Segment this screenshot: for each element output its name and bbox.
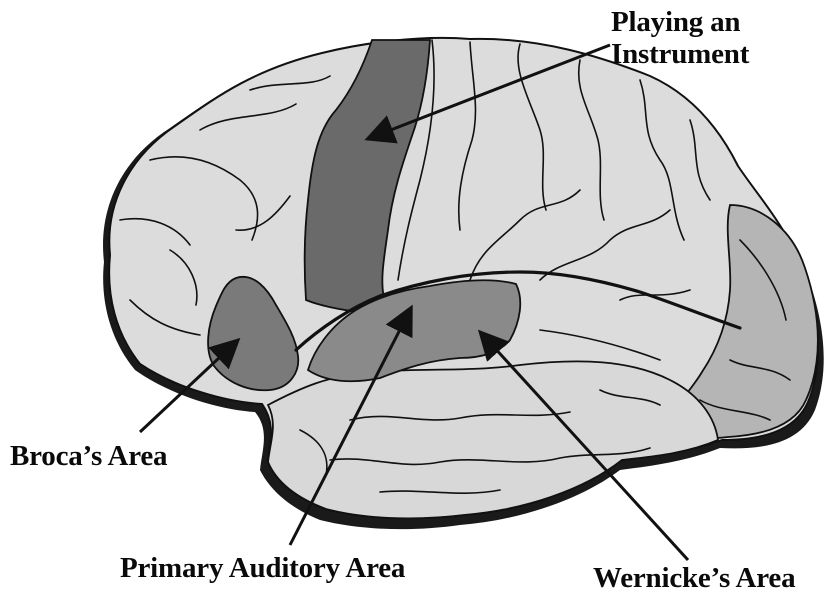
wernicke-label: Wernicke’s Area (593, 562, 795, 594)
broca-label: Broca’s Area (10, 440, 167, 472)
primary-auditory-label: Primary Auditory Area (120, 552, 405, 584)
playing-instrument-label-line1: Playing an (611, 6, 749, 38)
playing-instrument-label-line2: Instrument (611, 38, 749, 70)
playing-instrument-label: Playing an Instrument (611, 6, 749, 70)
temporal-lobe-outline (268, 361, 718, 518)
